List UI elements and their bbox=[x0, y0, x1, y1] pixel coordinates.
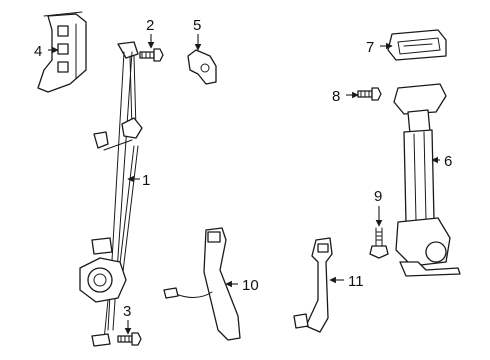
callout-4: 4 bbox=[34, 43, 42, 60]
callout-7: 7 bbox=[366, 39, 374, 56]
part-7-upper-cover bbox=[387, 29, 447, 61]
part-11-rear-buckle bbox=[293, 237, 333, 333]
part-3-bolt bbox=[117, 332, 142, 346]
callout-10: 10 bbox=[242, 277, 259, 294]
callout-5: 5 bbox=[193, 17, 201, 34]
part-4-height-adjuster bbox=[37, 11, 87, 93]
part-5-d-ring-cover bbox=[187, 49, 217, 85]
callout-8: 8 bbox=[332, 88, 340, 105]
callout-11: 11 bbox=[348, 273, 364, 290]
part-8-bolt bbox=[357, 87, 382, 101]
part-9-bolt bbox=[369, 227, 389, 259]
part-10-buckle bbox=[163, 227, 241, 341]
callout-3: 3 bbox=[123, 303, 131, 320]
callout-6: 6 bbox=[444, 153, 452, 170]
part-6-rear-retractor bbox=[393, 83, 461, 277]
callout-2: 2 bbox=[146, 17, 154, 34]
callout-1: 1 bbox=[142, 172, 150, 189]
callout-leaders bbox=[48, 34, 440, 335]
part-2-bolt bbox=[139, 48, 164, 62]
callout-9: 9 bbox=[374, 188, 382, 205]
part-1-seat-belt-assembly bbox=[79, 41, 143, 347]
callout-labels: 1 2 3 4 5 6 7 8 9 10 11 bbox=[34, 17, 452, 320]
